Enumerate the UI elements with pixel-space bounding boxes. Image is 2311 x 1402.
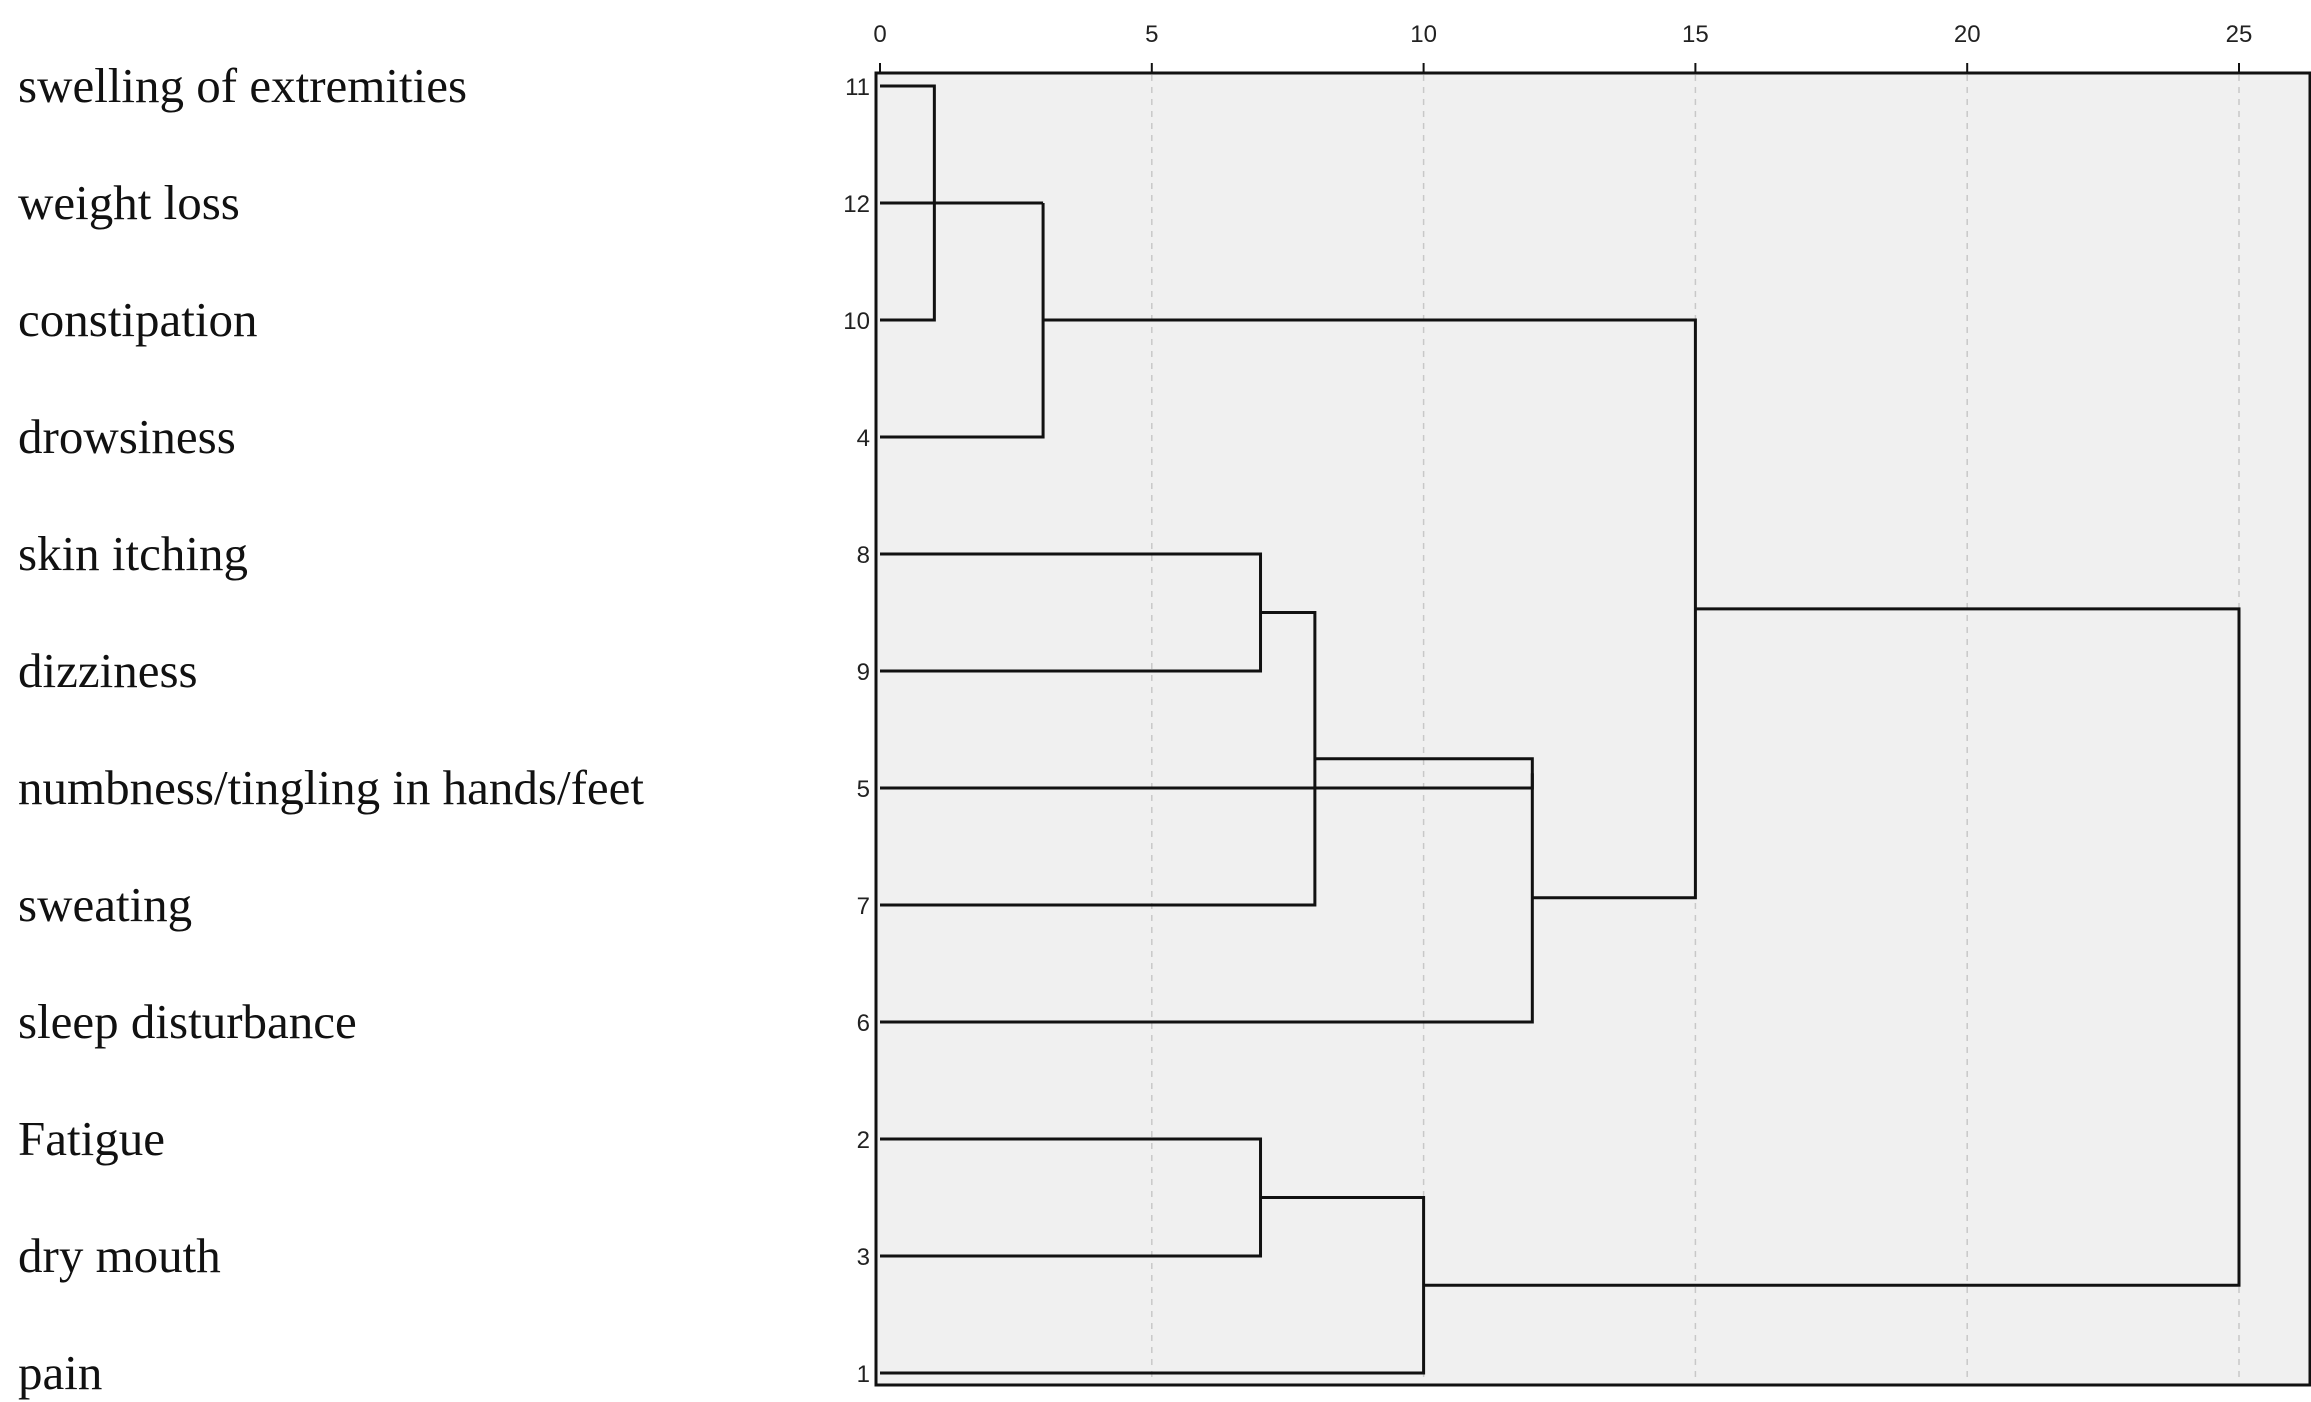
x-tick-label: 5 [1145,21,1158,48]
dendrogram-links [880,84,2241,1375]
leaf-label: sweating [18,877,192,932]
leaf-label: weight loss [18,175,240,230]
merge-link [880,203,1045,439]
leaf-label: drowsiness [18,409,236,464]
leaf-label: skin itching [18,526,248,581]
leaf-label: Fatigue [18,1111,165,1166]
leaf-id: 11 [845,74,870,101]
leaf-label: dizziness [18,643,198,698]
leaf-id: 3 [857,1244,870,1271]
leaf-label: sleep disturbance [18,994,357,1049]
leaf-label: dry mouth [18,1228,221,1283]
leaf-id: 9 [857,659,870,686]
leaf-id: 1 [857,1361,870,1388]
x-tick-label: 15 [1682,21,1709,48]
leaf-id: 5 [857,776,870,803]
leaf-id: 10 [843,308,870,335]
leaf-id: 2 [857,1127,870,1154]
leaf-id: 8 [857,542,870,569]
x-tick-label: 20 [1954,21,1981,48]
x-tick-label: 0 [873,21,886,48]
x-tick-label: 25 [2226,21,2253,48]
leaf-id: 7 [857,893,870,920]
leaf-id: 6 [857,1010,870,1037]
merge-link [880,773,1534,1024]
merge-link [1423,607,2241,1287]
leaf-label: constipation [18,292,258,347]
plot-area [874,71,2311,1387]
x-tick-label: 10 [1410,21,1437,48]
leaf-label: swelling of extremities [18,58,467,113]
leaf-id: 12 [843,191,870,218]
leaf-label: pain [18,1345,102,1400]
x-axis-ticks: 0 5 10 15 20 25 [873,21,2252,73]
leaf-id: 4 [857,425,870,452]
leaf-label: numbness/tingling in hands/feet [18,760,644,815]
